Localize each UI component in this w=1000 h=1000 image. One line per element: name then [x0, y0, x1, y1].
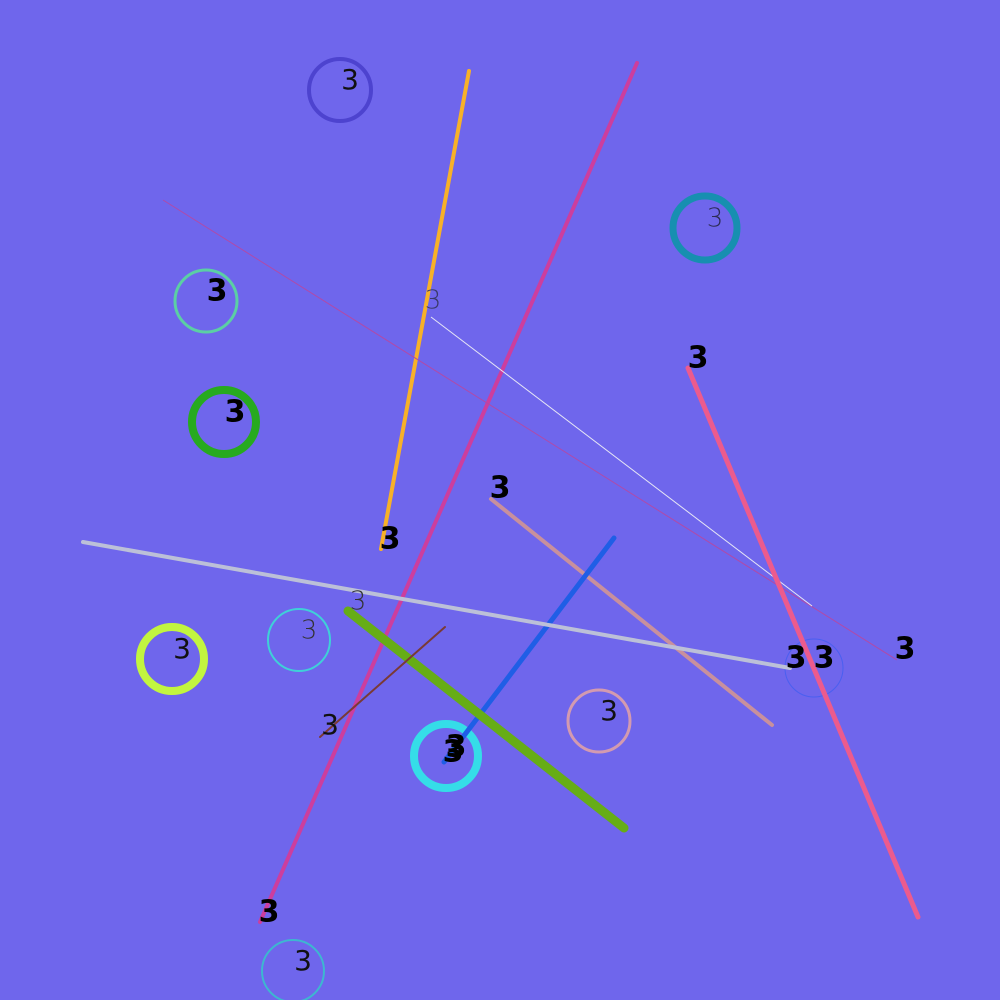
lime-ring [136, 623, 208, 695]
orange-line [379, 69, 471, 551]
green-ring [188, 386, 260, 458]
tan-line-label: 3 [490, 471, 511, 506]
turquoise-ring-bottom-label: 3 [294, 944, 312, 977]
cyan-ring-small [267, 608, 331, 672]
olive-line [343, 606, 629, 833]
magenta-line [258, 61, 639, 924]
brown-line [319, 626, 446, 738]
pink-ring-label: 3 [600, 694, 618, 727]
white-thin-line [430, 316, 813, 607]
light-gray-line-label: 3 [786, 641, 807, 676]
coral-line [685, 365, 921, 920]
lime-ring-label: 3 [173, 632, 191, 665]
turquoise-ring-bottom [261, 939, 325, 1000]
blue-ring-label: 3 [814, 641, 835, 676]
white-thin-line-label: 3 [425, 286, 442, 316]
green-ring-label: 3 [225, 395, 246, 430]
blue-line [441, 535, 617, 765]
thin-purple-line-label: 3 [895, 632, 916, 667]
indigo-ring-label: 3 [341, 63, 359, 96]
coral-line-label: 3 [688, 341, 709, 376]
light-gray-line [81, 540, 792, 670]
cyan-ring-large [410, 720, 482, 792]
thin-purple-line [162, 199, 898, 661]
tan-line [489, 497, 774, 727]
magenta-line-label: 3 [259, 895, 280, 930]
cyan-ring-large-label: 3 [446, 730, 467, 765]
blue-line-label: 3 [443, 735, 464, 770]
mint-ring-label: 3 [207, 274, 228, 309]
brown-line-label: 3 [321, 708, 339, 741]
teal-ring [669, 192, 741, 264]
pink-ring [566, 688, 632, 754]
indigo-ring [307, 57, 373, 123]
orange-line-label: 3 [380, 522, 401, 557]
olive-line-label: 3 [350, 587, 367, 617]
teal-ring-label: 3 [707, 204, 724, 234]
cyan-ring-small-label: 3 [301, 616, 318, 646]
mint-ring [173, 268, 239, 334]
